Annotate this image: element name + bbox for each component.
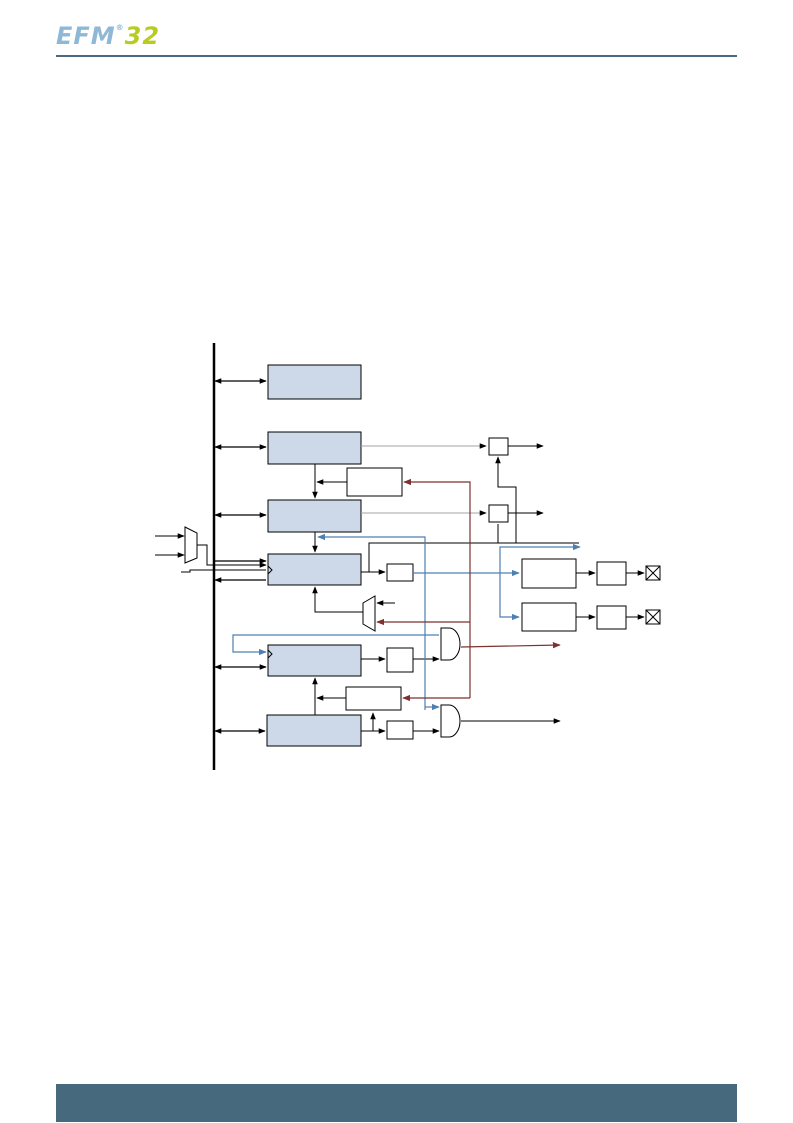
and-gate <box>440 627 461 661</box>
register-block <box>267 644 362 677</box>
efm32-logo: EFM®32 <box>56 22 160 50</box>
block-diagram <box>155 343 661 770</box>
small-block <box>346 467 403 497</box>
buffer-box <box>386 720 414 740</box>
input-mux <box>184 526 198 564</box>
buffer-box <box>596 605 627 630</box>
logo-number: 32 <box>124 22 161 50</box>
logo-text: EFM <box>56 22 116 50</box>
register-block <box>267 553 362 586</box>
buffer-box <box>488 504 509 523</box>
register-block <box>267 364 362 400</box>
header-rule <box>56 55 737 57</box>
logo-registered-mark: ® <box>115 23 125 32</box>
register-block <box>266 714 362 747</box>
output-block <box>521 602 577 632</box>
buffer-box <box>386 563 414 582</box>
register-block <box>267 431 362 465</box>
register-block <box>267 499 362 533</box>
prescaler-mux <box>362 595 376 632</box>
footer-bar <box>56 1084 737 1122</box>
output-block <box>521 558 577 589</box>
buffer-box <box>596 561 627 586</box>
and-gate <box>440 704 461 738</box>
clock-edge-mark <box>267 649 273 659</box>
clock-edge-mark <box>267 565 273 575</box>
buffer-box <box>488 437 509 456</box>
small-block <box>345 686 402 711</box>
buffer-box <box>386 647 414 673</box>
